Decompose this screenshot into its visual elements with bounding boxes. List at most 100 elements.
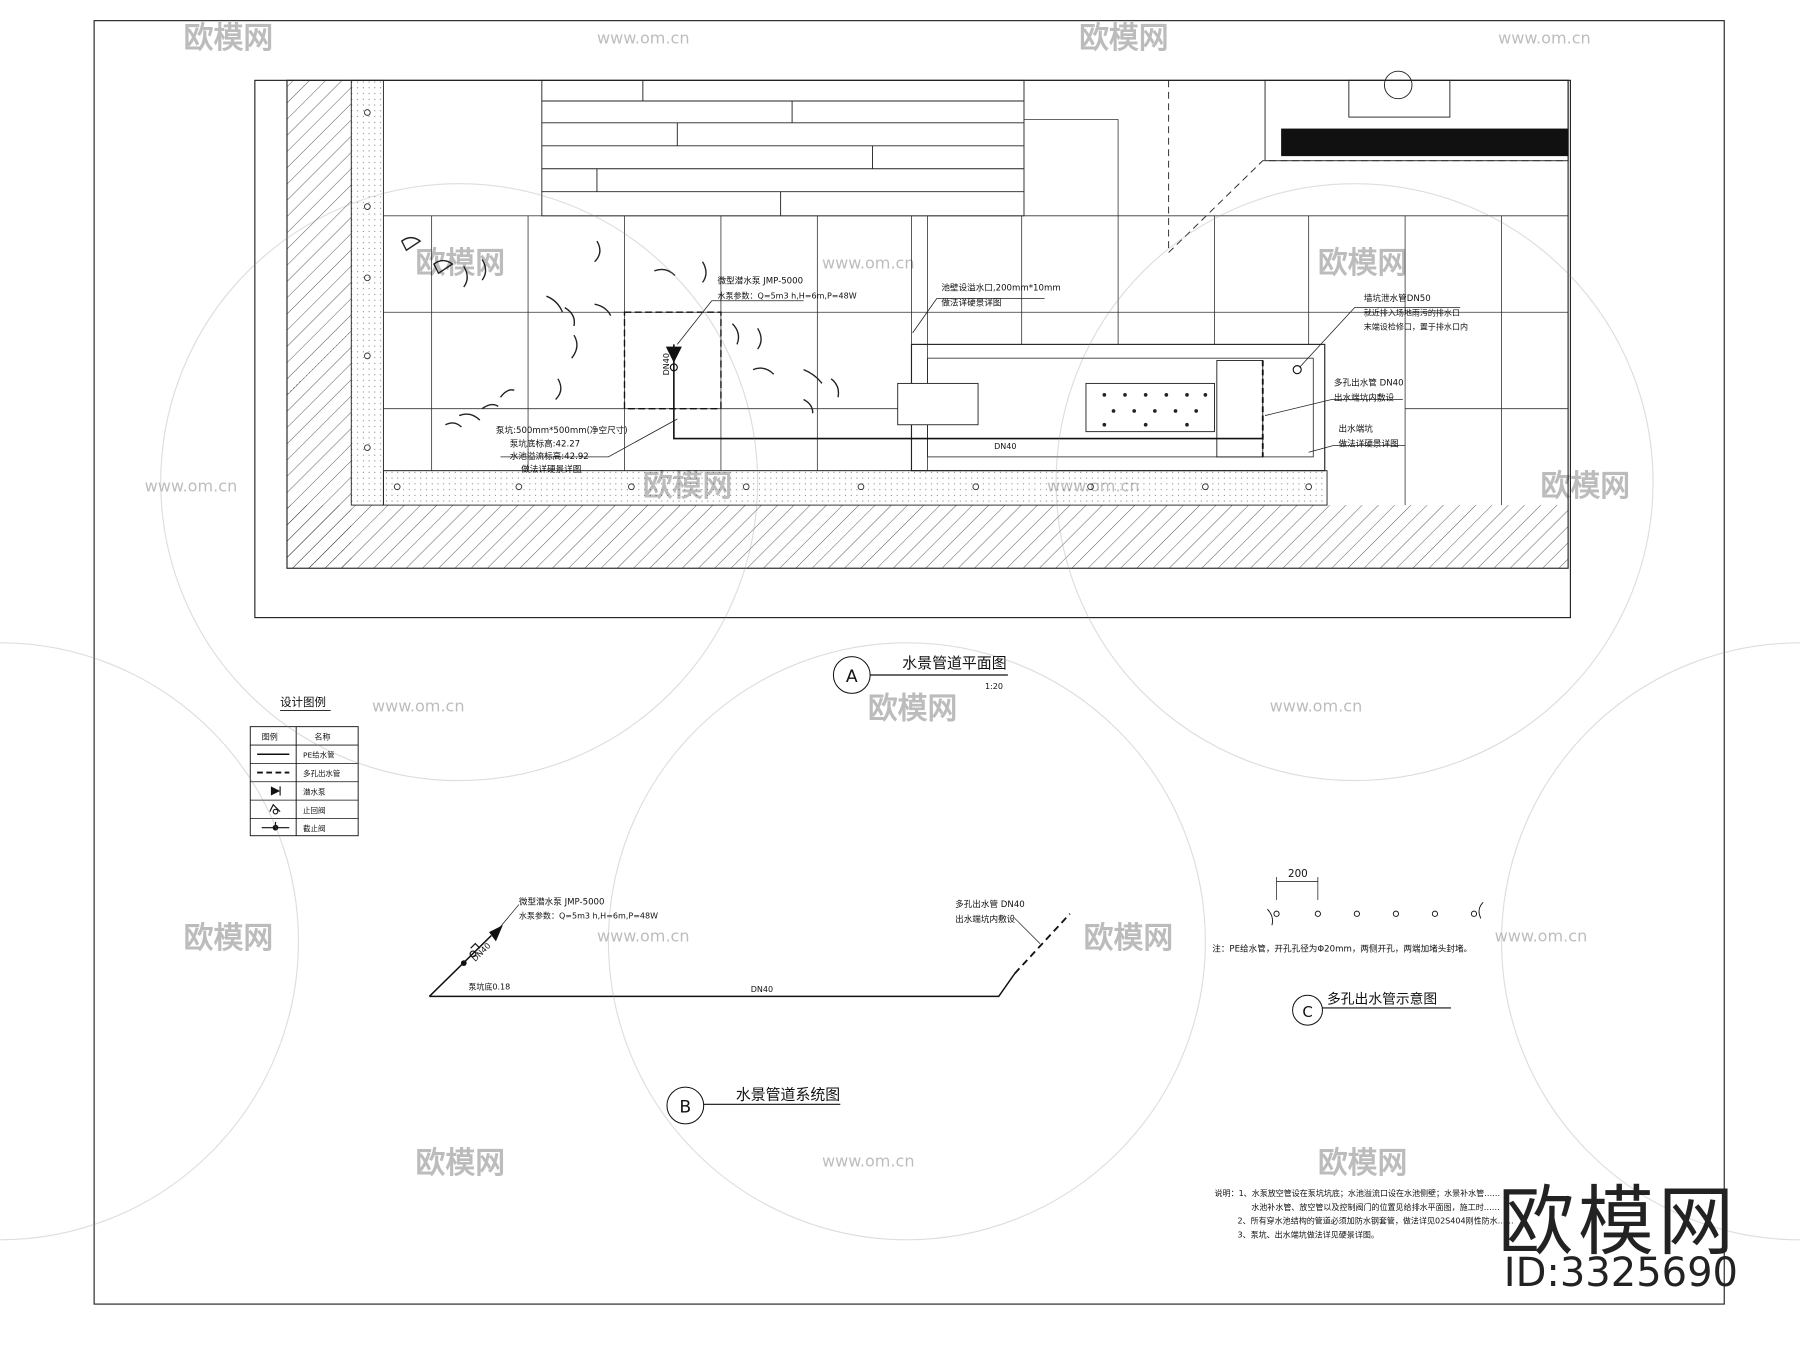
watermark-domain-3: www.om.cn (822, 254, 915, 273)
plan-view: 微型潜水泵 JMP-5000 水泵参数：Q=5m3 h,H=6m,P=48W D… (254, 70, 1571, 694)
plan-pump-params: 水泵参数：Q=5m3 h,H=6m,P=48W (717, 290, 856, 300)
image-id-label: ID:3325690 (1503, 1250, 1738, 1296)
watermark-logo-7: 欧模网 (868, 692, 957, 727)
plan-title: 水景管道平面图 (902, 654, 1006, 672)
system-pit-bottom: 泵坑底0.18 (468, 982, 510, 992)
watermark-domain-1: www.om.cn (597, 29, 690, 48)
outlet-fountain-box (1085, 382, 1215, 433)
curb-bolts (364, 109, 1313, 491)
legend-col-symbol: 图例 (262, 731, 278, 741)
system-pump-name: 微型潜水泵 JMP-5000 (519, 896, 605, 908)
watermark-logo-1: 欧模网 (184, 21, 273, 56)
legend-row-name-4: 截止阀 (303, 823, 325, 833)
plan-drain-note-1: 就近排入场地雨污的排水口 (1364, 308, 1460, 318)
plan-pump-pipe: DN40 (662, 353, 671, 375)
watermark-domain-8: www.om.cn (597, 926, 690, 945)
black-band (1281, 128, 1569, 157)
remarks-line-1: 说明：1、水泵放空管设在泵坑坑底；水池溢流口设在水池侧壁；水景补水管…… (1215, 1188, 1501, 1198)
plan-scale: 1:20 (985, 682, 1003, 691)
perforated-note: 注：PE给水管，开孔孔径为Φ20mm，两侧开孔，两端加堵头封堵。 (1212, 943, 1472, 955)
watermark-logo-8: 欧模网 (184, 921, 273, 956)
watermark-domain-5: www.om.cn (1047, 476, 1140, 495)
legend-row-name-1: 多孔出水管 (303, 768, 340, 778)
legend-row-name-0: PE给水管 (303, 750, 335, 760)
plan-pit-size: 泵坑:500mm*500mm(净空尺寸) (496, 424, 628, 436)
watermark-domain-4: www.om.cn (145, 476, 238, 495)
deck-planks (541, 79, 1025, 217)
left-curb (350, 79, 384, 506)
perforated-title-circle (1292, 994, 1323, 1026)
watermark-domain-10: www.om.cn (822, 1151, 915, 1170)
watermark-logo-11: 欧模网 (1318, 1146, 1407, 1181)
check-valve-icon (269, 803, 281, 815)
legend-row-name-2: 潜水泵 (303, 786, 326, 796)
drain-point (1292, 365, 1302, 375)
gate-valve-icon (261, 821, 290, 831)
plan-pool-overflow-level: 水池溢流标高:42.92 (510, 450, 589, 462)
koi-fish-decoration (400, 236, 840, 428)
perforated-title-letter: C (1302, 1003, 1312, 1021)
legend-table (249, 726, 359, 837)
plan-leader-lines (500, 298, 1461, 458)
bottom-wall-hatch (286, 505, 1569, 569)
watermark-domain-7: www.om.cn (1270, 697, 1363, 716)
watermark-domain-6: www.om.cn (372, 697, 465, 716)
left-wall-hatch (286, 80, 352, 569)
legend-col-name: 名称 (315, 731, 331, 741)
system-title-circle (666, 1086, 705, 1125)
plan-outlet-note: 出水端坑内敷设 (1334, 392, 1395, 404)
plan-pit-detail: 做法详硬景详图 (521, 463, 581, 475)
plan-overflow-detail: 做法详硬景详图 (941, 296, 1001, 308)
fountain-jets (1102, 393, 1208, 427)
watermark-logo-5: 欧模网 (643, 469, 732, 504)
watermark-logo-3: 欧模网 (416, 246, 505, 281)
watermark-logo-2: 欧模网 (1079, 21, 1168, 56)
overflow-box (897, 382, 979, 426)
outlet-pit (1216, 360, 1264, 458)
design-legend: 设计图例 图例 名称 PE给水管 多孔出水管 潜水泵 止回阀 截止阀 (249, 695, 359, 837)
pump-icon (270, 786, 281, 796)
plan-outlet-pit: 出水端坑 (1339, 423, 1374, 435)
bottom-curb (382, 470, 1328, 506)
watermark-logo-9: 欧模网 (1084, 921, 1173, 956)
perforated-spacing: 200 (1288, 868, 1308, 880)
system-main-pipe (429, 973, 1016, 998)
plan-drain-pipe: 墙坑泄水管DN50 (1364, 292, 1431, 304)
system-perforated-pipe (1014, 913, 1071, 975)
plan-drain-note-2: 末端设检修口，置于排水口内 (1364, 321, 1468, 331)
perforated-title: 多孔出水管示意图 (1327, 990, 1437, 1007)
legend-row-name-3: 止回阀 (303, 805, 325, 815)
general-remarks: 说明：1、水泵放空管设在泵坑坑底；水池溢流口设在水池侧壁；水景补水管…… 水池补… (1215, 1188, 1514, 1239)
supply-pipe-plan (673, 344, 1263, 440)
system-outlet-note: 出水端坑内敷设 (955, 913, 1016, 925)
plan-pump-name: 微型潜水泵 JMP-5000 (717, 275, 803, 287)
watermark-domain-2: www.om.cn (1498, 29, 1591, 48)
watermark-logo-6: 欧模网 (1541, 469, 1630, 504)
pump-pit (623, 311, 722, 410)
system-leader-outlet (1014, 918, 1041, 944)
remarks-line-2: 水池补水管、放空管以及控制阀门的位置见给排水平面图，施工时…… (1251, 1202, 1500, 1212)
watermark-layer: 欧模网 欧模网 欧模网 欧模网 欧模网 欧模网 欧模网 欧模网 欧模网 欧模网 … (0, 21, 1800, 1241)
plan-overflow-note: 池壁设溢水口,200mm*10mm (941, 281, 1060, 293)
system-title: 水景管道系统图 (736, 1086, 840, 1104)
watermark-logo-10: 欧模网 (416, 1146, 505, 1181)
remarks-line-3: 2、所有穿水池结构的管道必须加防水钢套管，做法详见02S404刚性防水…… (1238, 1216, 1514, 1226)
system-diagram: 微型潜水泵 JMP-5000 水泵参数：Q=5m3 h,H=6m,P=48W D… (428, 896, 1071, 1125)
plan-outlet-pipe: 多孔出水管 DN40 (1334, 377, 1404, 389)
legend-title: 设计图例 (280, 695, 326, 709)
brand-logo: 欧模网 (1498, 1177, 1738, 1266)
system-main: DN40 (751, 985, 773, 994)
watermark-domain-9: www.om.cn (1495, 926, 1588, 945)
remarks-line-4: 3、泵坑、出水端坑做法详见硬景详图。 (1238, 1230, 1379, 1240)
pump-icon (489, 925, 503, 942)
plan-outlet-pit-detail: 做法详硬景详图 (1339, 438, 1399, 450)
perforated-holes (1267, 901, 1484, 926)
pump-icon (665, 346, 682, 372)
system-outlet-pipe: 多孔出水管 DN40 (955, 898, 1025, 910)
system-leader-pump (495, 904, 520, 933)
plan-pit-bottom: 泵坑底标高:42.27 (510, 438, 580, 450)
system-pump-params: 水泵参数：Q=5m3 h,H=6m,P=48W (519, 910, 658, 920)
upper-right-structure (1168, 70, 1569, 254)
plan-main-pipe: DN40 (994, 442, 1016, 451)
